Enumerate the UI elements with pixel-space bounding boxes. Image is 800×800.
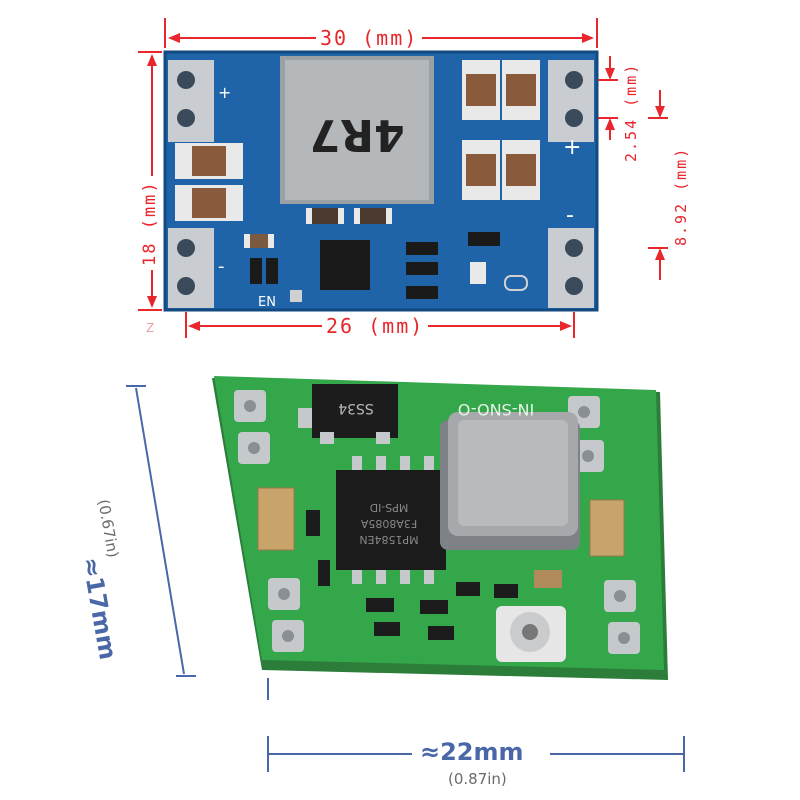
diode-marking: SS34 <box>338 400 374 416</box>
minus-label-left: - <box>218 256 225 277</box>
input-capacitor <box>257 487 295 551</box>
hole-spacing-label: 26 (mm) <box>322 314 429 338</box>
plus-label-right: + <box>563 135 581 160</box>
diode: SS34 <box>298 384 398 444</box>
bottom-width-label: ≈22mm <box>420 738 524 766</box>
bottom-width-sub: (0.87in) <box>448 770 507 788</box>
plus-label-left: + <box>218 83 231 102</box>
bottom-width-dim-line <box>267 736 685 772</box>
buck-chip: MP1584EN F3A8085A MPS-ID <box>336 456 446 584</box>
board-silkscreen: IN-SNO-O <box>458 400 534 419</box>
output-capacitor <box>589 499 625 557</box>
pin-pitch-dim <box>598 56 618 140</box>
pin-pitch-label: 2.54 (mm) <box>622 62 640 162</box>
enable-label: EN <box>258 295 276 310</box>
buck-ic <box>320 240 370 290</box>
minus-label-right: - <box>566 203 574 228</box>
top-board-photo: 4R7 + - + - EN <box>138 18 668 338</box>
right-capacitors <box>462 60 540 200</box>
pad-offset-dim <box>648 90 668 280</box>
width-label: 30 (mm) <box>316 26 423 50</box>
bottom-height-dim <box>126 385 196 677</box>
height-label: 18 (mm) <box>140 176 160 270</box>
trim-potentiometer <box>496 606 566 662</box>
right-header-pads <box>548 60 594 308</box>
left-header-pads <box>168 60 214 308</box>
inductor-shield <box>440 412 580 550</box>
inductor-marking: 4R7 <box>309 109 404 160</box>
corner-mark: Z <box>146 321 154 335</box>
pad-offset-label: 8.92 (mm) <box>672 146 690 246</box>
bottom-board-photo: SS34 MP1584EN F3A8085A MPS-ID IN-SNO-O <box>126 376 668 700</box>
svg-text:MPS-ID: MPS-ID <box>370 501 409 514</box>
svg-text:MP1584EN: MP1584EN <box>359 533 418 546</box>
inductor: 4R7 <box>280 56 434 204</box>
svg-text:F3A8085A: F3A8085A <box>360 517 417 530</box>
left-capacitors <box>175 143 243 221</box>
